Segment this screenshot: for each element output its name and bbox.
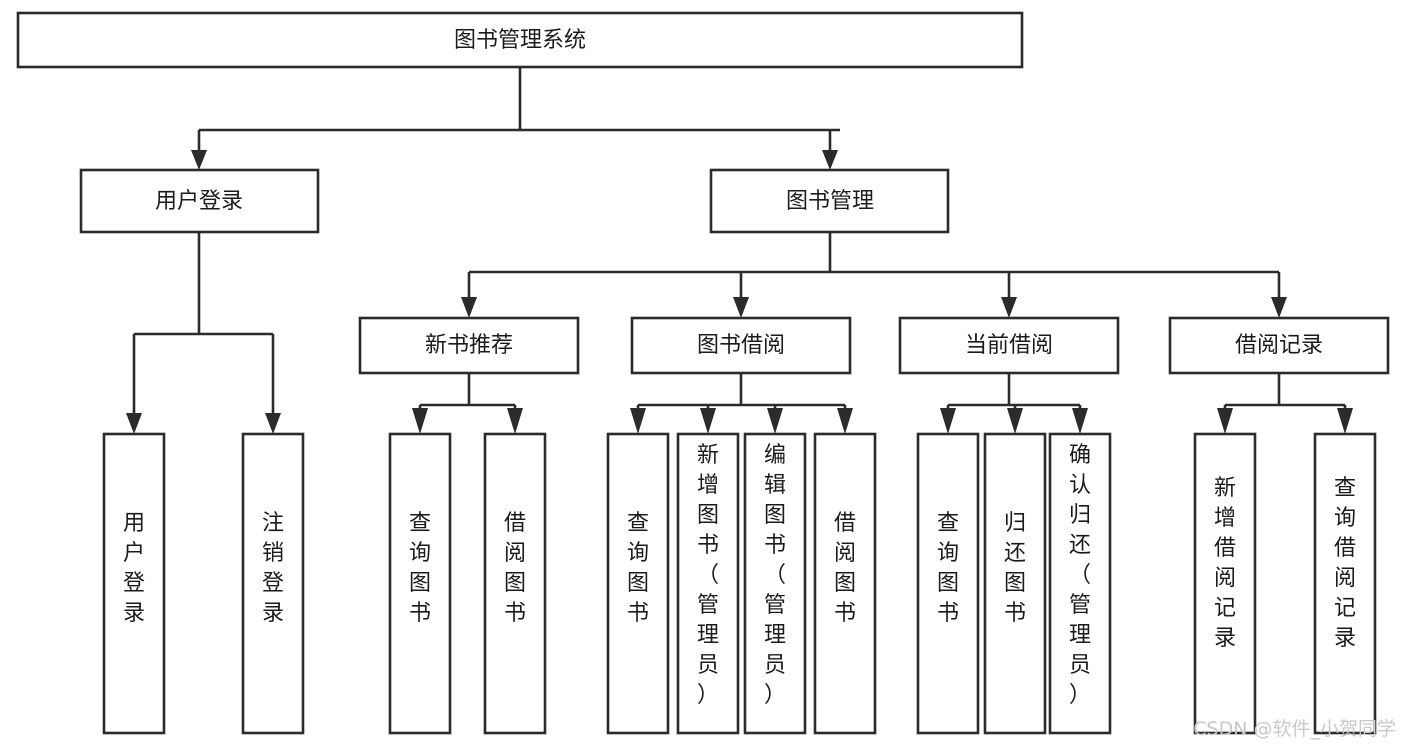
arrow-to-leaf-user-logout [265,413,281,434]
node-book-manage-label: 图书管理 [786,189,874,214]
node-leaf-borrow-borrow-book-label: 借阅图书 [834,511,856,626]
node-book-borrow-box[interactable] [630,316,852,375]
arrow-to-leaf-borrow-borrow-book [837,408,853,434]
arrow-to-leaf-user-login [126,413,142,434]
node-book-manage-box[interactable] [709,168,950,234]
node-current-borrow-label: 当前借阅 [965,333,1053,358]
node-leaf-borrow-borrow-book-box[interactable] [813,432,877,735]
node-current-borrow[interactable]: 当前借阅 [898,316,1120,375]
arrow-to-current-borrow [1001,297,1017,318]
arrow-to-leaf-rec-query-book [412,408,428,434]
node-leaf-borrow-query-book[interactable]: 查询图书 [606,432,670,735]
watermark-label: CSDN @软件_小贺同学 [1193,718,1396,740]
node-leaf-borrow-borrow-book[interactable]: 借阅图书 [813,432,877,735]
node-new-book-rec[interactable]: 新书推荐 [358,316,580,375]
node-leaf-rec-query-book[interactable]: 查询图书 [388,432,452,735]
node-book-borrow[interactable]: 图书借阅 [630,316,852,375]
arrow-to-leaf-current-confirm-return [1072,408,1088,434]
node-user-login-label: 用户登录 [155,189,243,214]
node-borrow-record-label: 借阅记录 [1235,333,1323,358]
node-leaf-current-return-book-label: 归还图书 [1004,511,1026,626]
node-leaf-borrow-query-book-box[interactable] [606,432,670,735]
node-leaf-rec-borrow-book-box[interactable] [483,432,547,735]
node-leaf-user-logout[interactable]: 注销登录 [241,432,305,735]
arrow-to-leaf-record-query [1337,408,1353,434]
node-leaf-current-confirm-return[interactable]: 确认归还（管理员） [1048,432,1112,735]
arrow-to-leaf-current-return-book [1007,408,1023,434]
node-leaf-record-add[interactable]: 新增借阅记录 [1193,432,1257,735]
node-leaf-borrow-edit-book[interactable]: 编辑图书（管理员） [743,432,807,735]
arrow-to-leaf-current-query-book [940,408,956,434]
node-leaf-user-logout-box[interactable] [241,432,305,735]
node-leaf-current-confirm-return-box[interactable] [1048,432,1112,735]
arrow-to-leaf-record-add [1217,408,1233,434]
connector-group-current-borrow-children [940,373,1088,434]
connector-group-book-borrow-children [630,373,853,434]
node-leaf-borrow-add-book-box[interactable] [676,432,740,735]
arrow-to-leaf-rec-borrow-book [507,408,523,434]
connector-group-user-login-children [126,232,281,434]
node-root-label: 图书管理系统 [454,28,586,53]
arrow-to-new-book-rec [461,297,477,318]
node-user-login-box[interactable] [79,168,320,234]
connector-group-root-to-level2 [191,67,840,170]
node-leaf-current-query-book-label: 查询图书 [937,511,959,626]
arrow-to-borrow-record [1271,297,1287,318]
arrow-to-book-manage [822,150,838,170]
node-leaf-borrow-edit-book-box[interactable] [743,432,807,735]
node-leaf-borrow-edit-book-label: 编辑图书（管理员） [764,443,786,708]
node-book-borrow-label: 图书借阅 [697,333,785,358]
node-root[interactable]: 图书管理系统 [16,11,1024,69]
node-leaf-user-login-box[interactable] [102,432,166,735]
node-leaf-record-query-label: 查询借阅记录 [1334,476,1356,651]
node-new-book-rec-box[interactable] [358,316,580,375]
arrow-to-leaf-borrow-add-book [700,408,716,434]
node-leaf-record-add-label: 新增借阅记录 [1214,476,1236,651]
connector-group-new-book-rec-children [412,373,523,434]
node-leaf-borrow-add-book[interactable]: 新增图书（管理员） [676,432,740,735]
node-root-box[interactable] [16,11,1024,69]
node-leaf-user-logout-label: 注销登录 [262,511,284,626]
arrow-to-book-borrow [733,297,749,318]
node-leaf-current-return-book[interactable]: 归还图书 [983,432,1047,735]
node-new-book-rec-label: 新书推荐 [425,333,513,358]
node-leaf-record-query-box[interactable] [1313,432,1377,735]
node-leaf-current-confirm-return-label: 确认归还（管理员） [1069,443,1091,708]
node-leaf-borrow-query-book-label: 查询图书 [627,511,649,626]
connector-group-borrow-record-children [1217,373,1353,434]
arrow-to-leaf-borrow-edit-book [767,408,783,434]
node-leaf-rec-borrow-book-label: 借阅图书 [504,511,526,626]
node-leaf-rec-query-book-box[interactable] [388,432,452,735]
node-leaf-current-query-book-box[interactable] [916,432,980,735]
node-leaf-user-login[interactable]: 用户登录 [102,432,166,735]
connector-group-book-manage-children [461,232,1287,318]
node-leaf-user-login-label: 用户登录 [123,511,145,626]
node-user-login[interactable]: 用户登录 [79,168,320,234]
node-borrow-record[interactable]: 借阅记录 [1168,316,1390,375]
node-leaf-record-query[interactable]: 查询借阅记录 [1313,432,1377,735]
arrow-to-user-login [191,150,207,170]
node-leaf-rec-borrow-book[interactable]: 借阅图书 [483,432,547,735]
node-book-manage[interactable]: 图书管理 [709,168,950,234]
node-leaf-borrow-add-book-label: 新增图书（管理员） [697,443,719,708]
node-borrow-record-box[interactable] [1168,316,1390,375]
node-leaf-record-add-box[interactable] [1193,432,1257,735]
node-leaf-current-return-book-box[interactable] [983,432,1047,735]
arrow-to-leaf-borrow-query-book [630,408,646,434]
node-leaf-current-query-book[interactable]: 查询图书 [916,432,980,735]
node-current-borrow-box[interactable] [898,316,1120,375]
node-leaf-rec-query-book-label: 查询图书 [409,511,431,626]
